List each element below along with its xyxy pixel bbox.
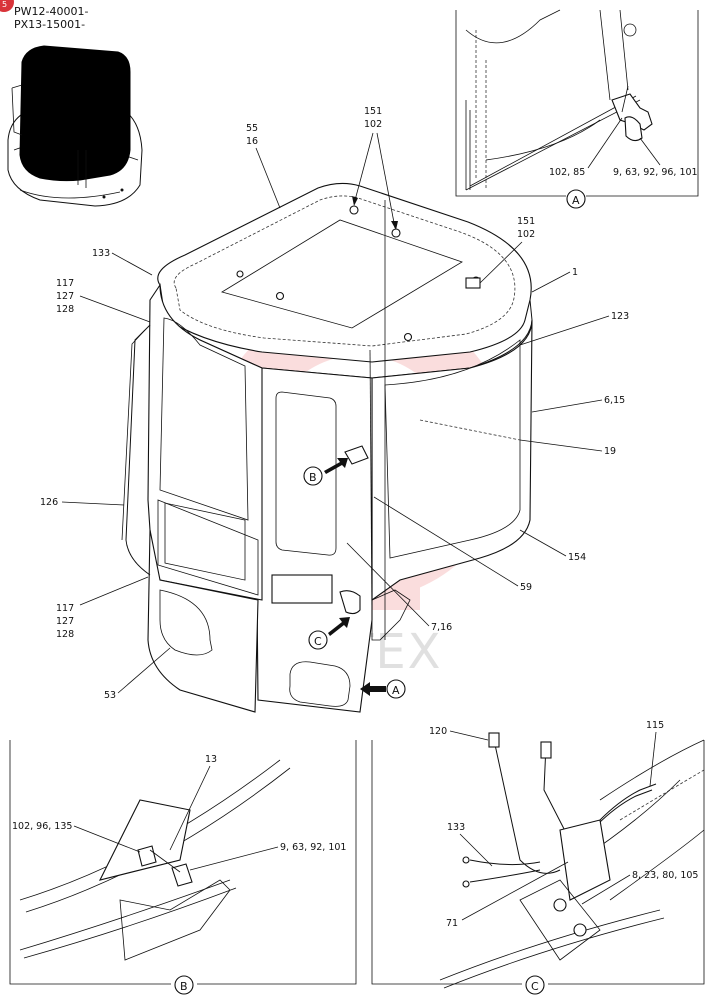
callout-7-16: 7,16 bbox=[431, 622, 452, 633]
detail-c-view: 120 115 133 8, 23, 80, 105 71 C bbox=[371, 720, 705, 995]
detail-b-label: B bbox=[180, 980, 188, 993]
detail-a-callout-102-85: 102, 85 bbox=[549, 167, 585, 178]
serial-range-2: PX13-15001- bbox=[14, 18, 85, 31]
marker-c-main: C bbox=[308, 617, 350, 650]
detail-a-callout-9-63-92-96-101: 9, 63, 92, 96, 101 bbox=[613, 167, 698, 178]
callout-127-bottom: 127 bbox=[56, 616, 74, 627]
detail-a-view: 102, 85 9, 63, 92, 96, 101 A bbox=[455, 9, 699, 209]
callout-117-bottom: 117 bbox=[56, 603, 74, 614]
detail-c-callout-71: 71 bbox=[446, 918, 458, 929]
marker-a-main: A bbox=[360, 679, 406, 699]
cab-callouts: 55 16 151 102 151 102 133 117 127 128 1 … bbox=[40, 106, 629, 701]
callout-117-top: 117 bbox=[56, 278, 74, 289]
callout-53: 53 bbox=[104, 690, 116, 701]
callout-133: 133 bbox=[92, 248, 110, 259]
callout-6-15: 6,15 bbox=[604, 395, 625, 406]
callout-154: 154 bbox=[568, 552, 586, 563]
detail-b-callout-13: 13 bbox=[205, 754, 217, 765]
callout-151-right: 151 bbox=[517, 216, 535, 227]
marker-a-main-label: A bbox=[392, 684, 400, 697]
detail-c-callout-115: 115 bbox=[646, 720, 664, 731]
page-badge bbox=[0, 0, 14, 12]
detail-c-callout-120: 120 bbox=[429, 726, 447, 737]
callout-151-top: 151 bbox=[364, 106, 382, 117]
serial-range-1: PW12-40001- bbox=[14, 5, 88, 18]
marker-b-main-label: B bbox=[309, 471, 317, 484]
marker-c-main-label: C bbox=[314, 635, 322, 648]
cab-main-view bbox=[121, 182, 533, 713]
callout-19: 19 bbox=[604, 446, 616, 457]
callout-55: 55 bbox=[246, 123, 258, 134]
callout-102-right: 102 bbox=[517, 229, 535, 240]
detail-b-callout-102-96-135: 102, 96, 135 bbox=[12, 821, 72, 832]
callout-16: 16 bbox=[246, 136, 258, 147]
callout-123: 123 bbox=[611, 311, 629, 322]
callout-128-top: 128 bbox=[56, 304, 74, 315]
callout-1: 1 bbox=[572, 267, 578, 278]
detail-a-label: A bbox=[572, 194, 580, 207]
marker-b-main: B bbox=[303, 458, 348, 486]
detail-b-view: 13 102, 96, 135 9, 63, 92, 101 B bbox=[9, 740, 357, 995]
machine-thumbnail bbox=[7, 45, 143, 207]
callout-59: 59 bbox=[520, 582, 532, 593]
callout-102-top: 102 bbox=[364, 119, 382, 130]
detail-b-callout-9-63-92-101: 9, 63, 92, 101 bbox=[280, 842, 346, 853]
detail-c-callout-133: 133 bbox=[447, 822, 465, 833]
page-badge-number: 5 bbox=[2, 0, 7, 9]
detail-c-callout-8-23-80-105: 8, 23, 80, 105 bbox=[632, 870, 698, 881]
page-header: 5 PW12-40001- PX13-15001- bbox=[0, 0, 88, 31]
callout-128-bottom: 128 bbox=[56, 629, 74, 640]
callout-127-top: 127 bbox=[56, 291, 74, 302]
callout-126: 126 bbox=[40, 497, 58, 508]
detail-c-label: C bbox=[531, 980, 539, 993]
